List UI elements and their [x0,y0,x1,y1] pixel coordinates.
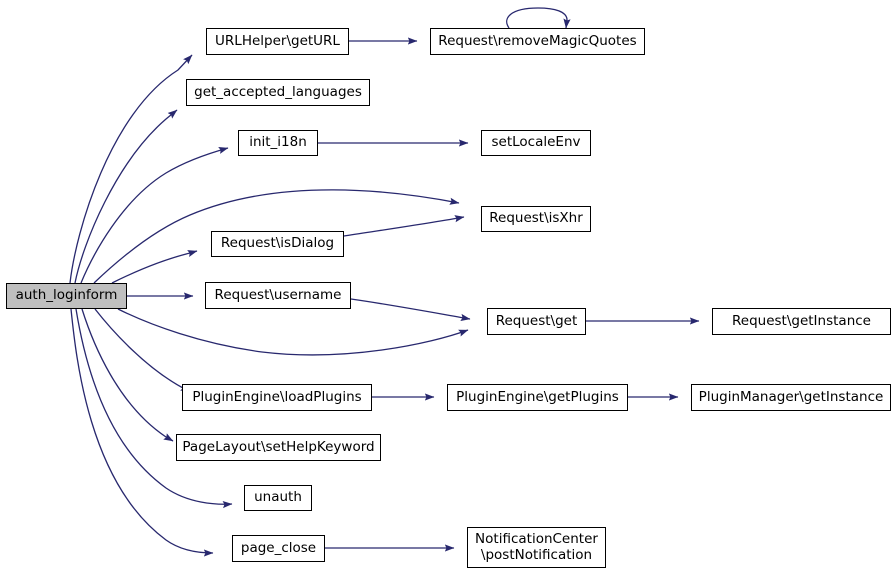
graph-node-pagelayout_sethelpkeyword[interactable]: PageLayout\setHelpKeyword [176,434,381,461]
graph-node-label: auth_loginform [15,287,118,304]
graph-node-label: init_i18n [249,134,307,151]
graph-edge-auth_loginform-to-request_isdialog [111,250,198,284]
graph-node-label: unauth [254,489,302,506]
graph-edge-request_removemagicquotes-to-request_removemagicquotes [506,7,571,29]
graph-node-label: PluginManager\getInstance [698,388,884,405]
graph-edge-auth_loginform-to-get_accepted_languages [74,109,178,284]
graph-node-init_i18n[interactable]: init_i18n [238,130,318,156]
graph-edge-auth_loginform-to-init_i18n [80,146,229,284]
graph-node-request_isdialog[interactable]: Request\isDialog [211,231,344,257]
graph-node-label: page_close [240,539,317,556]
graph-node-request_isxhr[interactable]: Request\isXhr [481,206,591,232]
graph-node-get_accepted_languages[interactable]: get_accepted_languages [186,79,370,106]
graph-edge-auth_loginform-to-pagelayout_sethelpkeyword [81,308,174,442]
graph-node-label: NotificationCenter \postNotification [475,530,598,563]
graph-node-label: PageLayout\setHelpKeyword [182,438,375,455]
graph-edge-auth_loginform-to-pluginengine_loadplugins [94,308,191,392]
graph-node-setlocaleenv[interactable]: setLocaleEnv [481,130,591,156]
graph-node-unauth[interactable]: unauth [244,485,312,511]
graph-node-label: Request\isXhr [489,210,583,227]
graph-node-request_removemagicquotes[interactable]: Request\removeMagicQuotes [430,28,645,55]
graph-node-label: setLocaleEnv [491,134,581,151]
graph-edge-auth_loginform-to-request_get [117,308,469,356]
graph-edge-auth_loginform-to-urlhelper_geturl [69,54,193,284]
graph-node-request_get[interactable]: Request\get [487,308,586,335]
graph-node-label: Request\getInstance [732,312,871,329]
graph-node-page_close[interactable]: page_close [232,535,325,562]
graph-node-label: Request\isDialog [220,235,335,252]
graph-node-notificationcenter_post[interactable]: NotificationCenter \postNotification [467,527,606,568]
graph-node-urlhelper_geturl[interactable]: URLHelper\getURL [206,28,349,55]
graph-node-label: Request\get [495,312,578,329]
graph-node-label: get_accepted_languages [194,83,362,100]
graph-node-label: PluginEngine\getPlugins [456,388,619,405]
graph-node-label: URLHelper\getURL [215,32,340,49]
graph-node-request_getinstance[interactable]: Request\getInstance [712,308,891,335]
graph-node-pluginengine_getplugins[interactable]: PluginEngine\getPlugins [447,384,628,411]
graph-edge-request_isdialog-to-request_isxhr [343,215,465,237]
graph-node-pluginengine_loadplugins[interactable]: PluginEngine\loadPlugins [182,384,372,411]
graph-node-auth_loginform[interactable]: auth_loginform [6,283,127,309]
graph-node-pluginmanager_getinstance[interactable]: PluginManager\getInstance [691,384,891,411]
graph-node-label: Request\removeMagicQuotes [438,32,637,49]
graph-edge-auth_loginform-to-page_close [70,308,214,557]
graph-edge-request_username-to-request_get [350,298,471,321]
graph-node-label: PluginEngine\loadPlugins [192,388,362,405]
graph-node-request_username[interactable]: Request\username [205,282,351,309]
graph-node-label: Request\username [214,286,342,303]
